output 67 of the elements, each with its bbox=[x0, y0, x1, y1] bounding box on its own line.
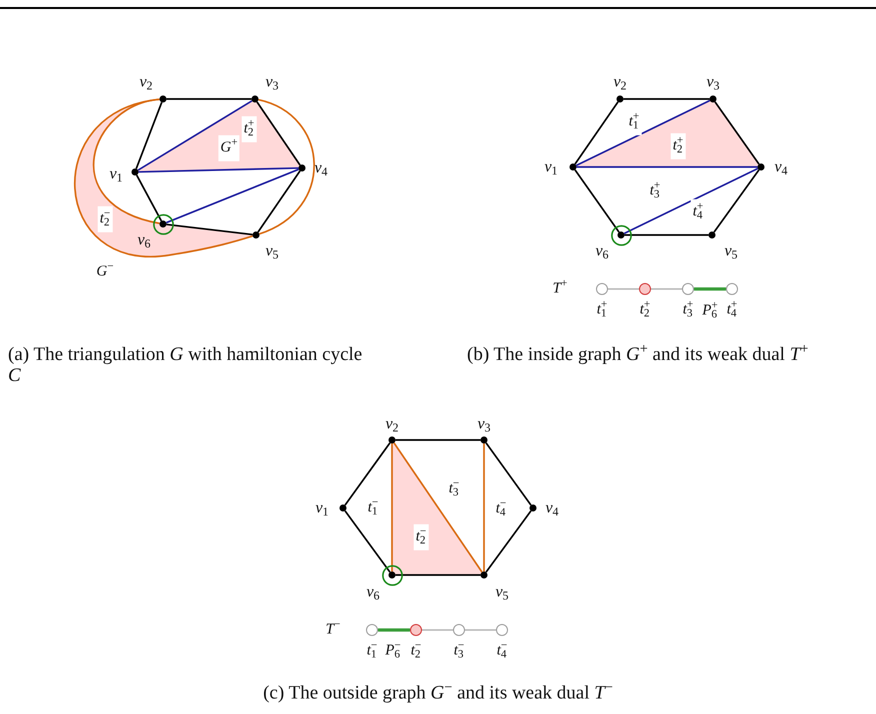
graph-edge bbox=[166, 98, 252, 100]
tree-edge bbox=[422, 629, 453, 631]
vertex-label: v$_{5}$ bbox=[265, 241, 279, 264]
graph-edge bbox=[576, 100, 710, 166]
vertex-label: v$_{1}$ bbox=[109, 164, 123, 186]
tree-edge bbox=[465, 629, 496, 631]
vertex-label: v$_{6}$ bbox=[137, 230, 151, 252]
vertex-label: v$_{5}$ bbox=[724, 241, 738, 264]
vertex-label: v$_{4}$ bbox=[545, 498, 559, 520]
tree-node bbox=[726, 283, 738, 295]
tree-node bbox=[496, 624, 508, 636]
tree-node bbox=[453, 624, 465, 636]
graph-edge bbox=[713, 169, 760, 233]
subfigure-caption: (c) The outside graph G$^{−}$ and its weak dual T$^{−}$ bbox=[263, 682, 613, 704]
graph-label: G$^{+}$ bbox=[218, 135, 240, 161]
vertex-label: v$_{2}$ bbox=[139, 72, 153, 94]
tree-node bbox=[366, 624, 378, 636]
vertex-label: v$_{3}$ bbox=[265, 72, 279, 94]
vertex-label: v$_{4}$ bbox=[774, 157, 788, 180]
graph-edge bbox=[93, 98, 160, 224]
graph-edge bbox=[574, 101, 619, 165]
graph-edge bbox=[256, 101, 301, 166]
graph-edge bbox=[483, 444, 485, 572]
graph-edge bbox=[624, 98, 710, 100]
graph-edge bbox=[135, 102, 163, 170]
vertex-label: v$_{1}$ bbox=[544, 157, 558, 180]
vertex-label: v$_{2}$ bbox=[385, 414, 399, 436]
graph-edge bbox=[624, 234, 708, 236]
graph-edge bbox=[574, 169, 620, 233]
graph-edge bbox=[166, 224, 253, 236]
vertex-label: v$_{5}$ bbox=[495, 582, 509, 604]
graph-edge bbox=[396, 439, 480, 441]
tree-node bbox=[596, 283, 608, 295]
graph-edge bbox=[344, 442, 391, 506]
graph-edge bbox=[166, 168, 300, 224]
graph-edge bbox=[485, 442, 532, 506]
graph-edge bbox=[136, 174, 162, 222]
tree-node bbox=[410, 624, 422, 636]
subfigure-caption: (a) The triangulation G with hamiltonian cycle C bbox=[8, 344, 364, 386]
vertex-label: v$_{6}$ bbox=[366, 582, 380, 604]
tree-edge bbox=[694, 287, 726, 291]
tree-label: T$^{−}$ bbox=[326, 618, 340, 640]
tree-node bbox=[639, 283, 651, 295]
graph-label: G$^{−}$ bbox=[96, 260, 114, 282]
vertex-label: v$_{3}$ bbox=[477, 414, 491, 436]
graph-edge bbox=[624, 168, 758, 234]
vertex-label: v$_{1}$ bbox=[315, 498, 329, 520]
vertex-label: v$_{3}$ bbox=[706, 72, 720, 94]
graph-edge bbox=[391, 444, 393, 572]
graph-edge bbox=[257, 170, 301, 233]
graph-edge bbox=[258, 98, 315, 235]
vertex-label: v$_{6}$ bbox=[595, 241, 609, 264]
tree-node bbox=[682, 283, 694, 295]
vertex-label: v$_{4}$ bbox=[314, 158, 328, 180]
graph-edge bbox=[138, 167, 299, 173]
graph-edge bbox=[485, 510, 532, 573]
subfigure-caption: (b) The inside graph G$^{+}$ and its weak dual T$^{+}$ bbox=[467, 344, 810, 365]
graph-edge bbox=[344, 510, 391, 573]
tree-label: T$^{+}$ bbox=[552, 276, 568, 298]
graph-edge bbox=[714, 101, 760, 165]
tree-edge bbox=[608, 288, 639, 290]
graph-edge bbox=[576, 166, 758, 168]
vertex-label: v$_{2}$ bbox=[613, 72, 627, 94]
tree-edge bbox=[378, 628, 410, 632]
tree-edge bbox=[651, 288, 682, 290]
graph-edge bbox=[396, 574, 480, 576]
graph-edge bbox=[138, 100, 252, 171]
